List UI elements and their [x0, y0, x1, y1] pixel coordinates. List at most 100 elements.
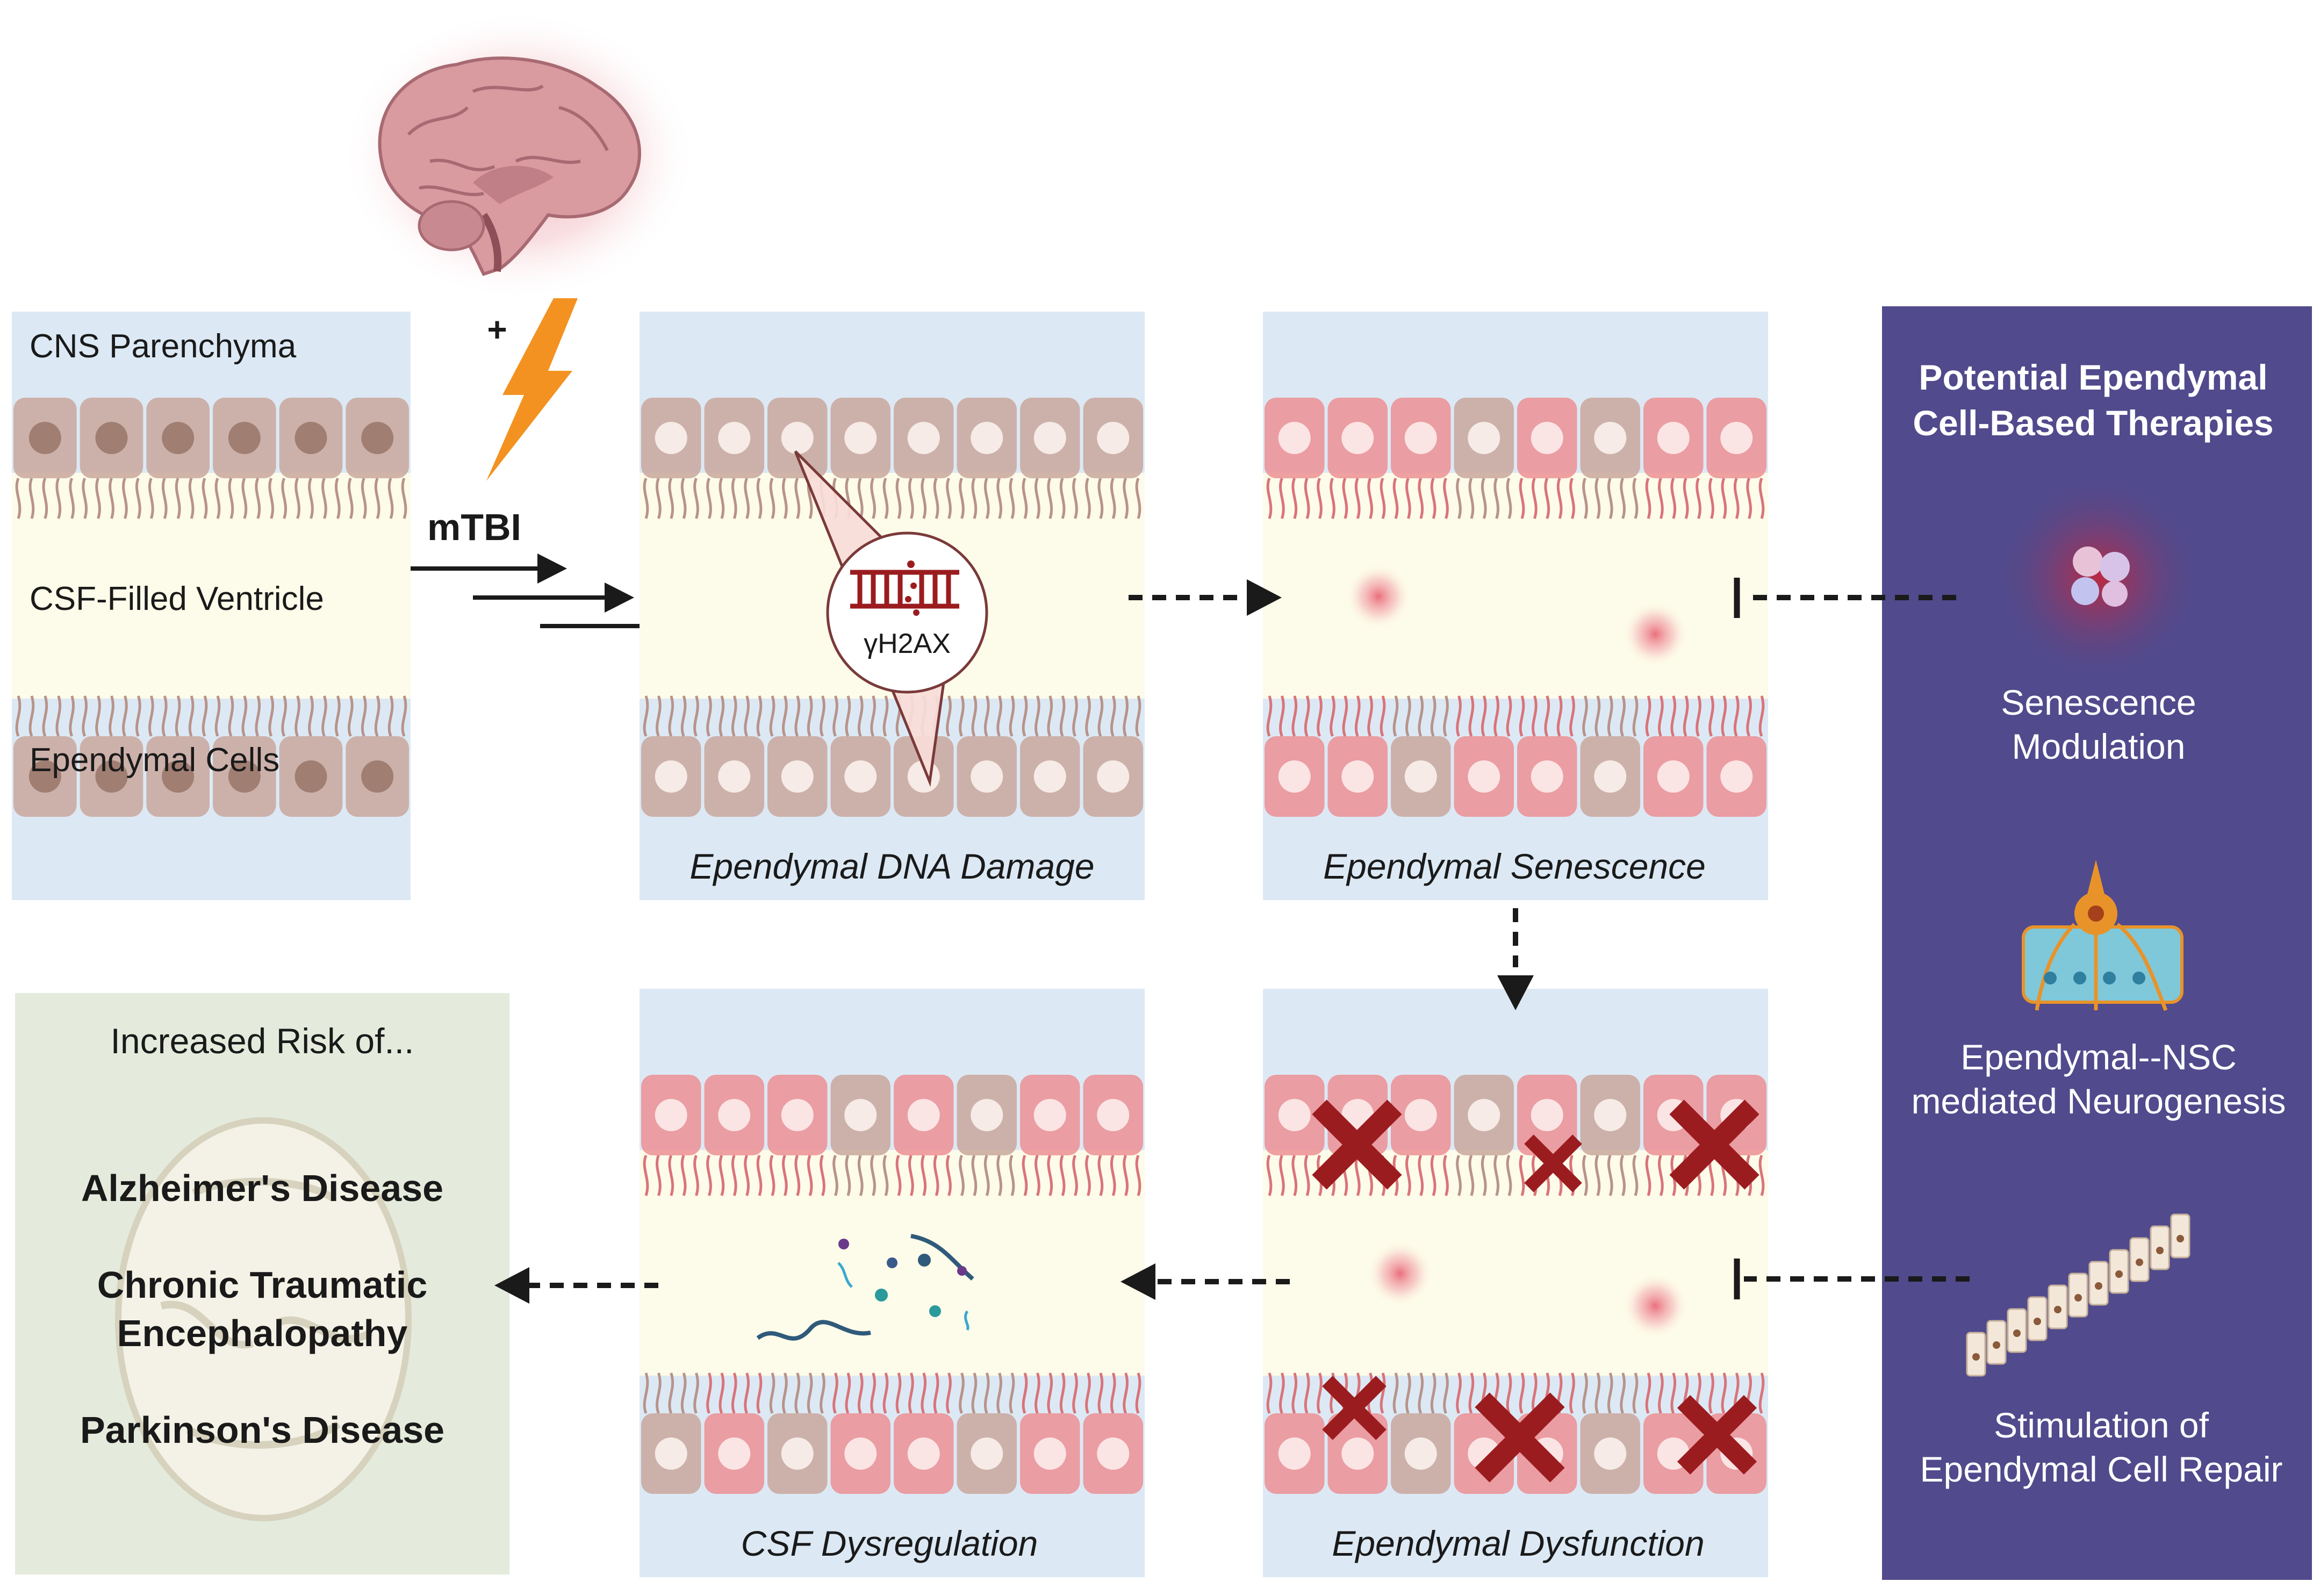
repair-cell-nucleus: [1972, 1353, 1980, 1361]
cilium: [109, 695, 114, 737]
cilium: [1430, 1155, 1436, 1196]
caption-senescence: Ependymal Senescence: [1323, 846, 1706, 886]
cell-nucleus: [1468, 422, 1500, 454]
cilium: [1135, 1155, 1141, 1196]
cilium: [1658, 478, 1664, 519]
cilium: [996, 1155, 1003, 1196]
cell-nucleus: [1657, 760, 1690, 793]
cilium: [719, 1155, 725, 1196]
cilium: [55, 478, 62, 519]
cilium: [214, 695, 221, 737]
cilium: [401, 695, 407, 737]
cilium: [1620, 478, 1626, 519]
cilium: [1658, 695, 1664, 737]
cilium: [1072, 1372, 1078, 1414]
cilium: [794, 478, 801, 519]
cilium: [706, 695, 712, 737]
cilium: [882, 1155, 889, 1196]
cilium: [1645, 1155, 1651, 1196]
cilium: [731, 478, 737, 519]
cilium: [82, 478, 88, 519]
cilium: [1330, 695, 1335, 737]
cilium: [1266, 1155, 1273, 1196]
cilium: [241, 695, 248, 737]
cilium: [135, 695, 141, 737]
cell-nucleus: [1278, 760, 1311, 793]
cilium: [1544, 695, 1550, 737]
cilium: [895, 1155, 902, 1196]
cell-nucleus: [718, 760, 751, 793]
cilium: [870, 1155, 877, 1196]
cilium: [1097, 695, 1104, 737]
cilium: [374, 478, 380, 519]
cilium: [334, 478, 341, 519]
cilium: [857, 695, 864, 737]
cilium: [1532, 695, 1538, 737]
flow-connectors: [527, 595, 1970, 1288]
cilium: [1009, 478, 1015, 519]
label-ependymal-cells: Ependymal Cells: [30, 742, 279, 779]
cilium: [1607, 1372, 1613, 1414]
cell-nucleus: [295, 422, 327, 454]
senescent-cell-cluster: [2071, 547, 2130, 607]
ependymal-layer-top: [13, 398, 409, 519]
repair-cell-nucleus: [2095, 1282, 2102, 1290]
cell-repair-icon: [1966, 1213, 2190, 1377]
therapy-senescence-line1: Senescence: [2001, 682, 2196, 722]
label-csf-ventricle: CSF-Filled Ventricle: [30, 580, 324, 617]
cilium: [1367, 478, 1374, 519]
cilium: [680, 695, 687, 737]
cilium: [1418, 695, 1424, 737]
cilium: [1594, 1155, 1601, 1196]
risk-heading: Increased Risk of...: [111, 1021, 414, 1061]
cell-nucleus: [1278, 1437, 1311, 1470]
cilium: [983, 695, 990, 737]
ependymal-layer-top: [641, 398, 1143, 519]
cilium: [255, 695, 261, 737]
cell-nucleus: [95, 422, 128, 454]
cilium: [744, 1155, 750, 1196]
cilium: [1721, 695, 1727, 737]
cilium: [135, 478, 141, 519]
cilium: [321, 478, 327, 519]
cilium: [706, 478, 712, 519]
cilium: [188, 695, 195, 737]
cell-nucleus: [1531, 760, 1563, 793]
cilium: [1594, 1372, 1601, 1414]
cilium: [1468, 478, 1475, 519]
repair-cell-nucleus: [1993, 1341, 2000, 1349]
ependymal-layer-bottom: [641, 695, 1143, 817]
repair-cell-nucleus: [2074, 1294, 2082, 1302]
cilium: [361, 478, 367, 519]
cilium: [668, 1372, 674, 1414]
cilium: [1519, 1372, 1525, 1414]
cilium: [42, 695, 48, 737]
cilium: [1110, 695, 1116, 737]
cilium: [1607, 695, 1613, 737]
cilium: [959, 1155, 965, 1196]
cilium: [959, 1372, 965, 1414]
cilium: [202, 478, 208, 519]
cilium: [1645, 478, 1651, 519]
panel-dna-damage: [640, 312, 1145, 900]
cilium: [1493, 1155, 1500, 1196]
cilium: [946, 1372, 952, 1414]
cilium: [28, 695, 35, 737]
cilium: [668, 478, 674, 519]
cilium: [1266, 478, 1273, 519]
cell-nucleus: [1341, 422, 1374, 454]
dna-fragments: [905, 560, 920, 616]
cell-nucleus: [1531, 1099, 1563, 1131]
cilium: [1035, 695, 1040, 737]
cilium: [1279, 478, 1285, 519]
cilium: [122, 478, 128, 519]
cilium: [1123, 478, 1129, 519]
cilium: [1110, 478, 1116, 519]
cell-nucleus: [1341, 1437, 1374, 1470]
cilium: [1085, 1155, 1091, 1196]
cilium: [82, 695, 88, 737]
cilium: [1022, 1155, 1028, 1196]
cilium: [95, 478, 101, 519]
cell-nucleus: [295, 760, 327, 793]
